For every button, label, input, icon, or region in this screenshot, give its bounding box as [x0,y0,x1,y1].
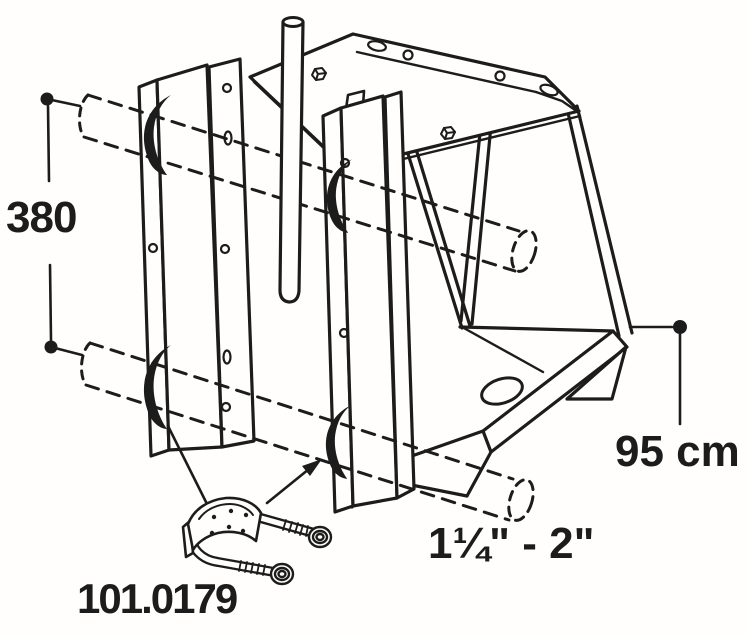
clamp-leader-lines [166,424,322,505]
clamp-pad [325,405,351,479]
clamp-pad [143,345,171,429]
arrowhead [302,459,322,476]
tube-diameter-label: 1¼" - 2" [428,519,595,568]
clamp-pad [326,159,352,233]
rail-hole [339,157,351,169]
hex-bolt [440,126,456,140]
part-number-label: 101.0179 [77,575,238,622]
flange-nut [307,525,333,549]
hex-bolt [311,67,327,81]
clamp-saddle [181,496,263,559]
rail-hole [147,242,159,254]
dim-95cm-label: 95 cm [615,427,740,476]
base-hole [480,376,524,406]
thread-marks [238,519,309,576]
rail-hole [220,401,232,413]
left-rail [137,57,256,458]
base-assembly [350,325,629,509]
clamp-pads [143,95,352,479]
mast-tube [278,16,305,304]
dim-380-leader [40,92,84,357]
rail-hole [221,82,233,94]
rail-hole [219,243,231,255]
flange-nut [269,562,295,586]
rail-slot [222,349,232,365]
dim-95cm-leader [628,320,687,426]
clamp-pad [143,95,171,175]
rail-hole [338,327,350,339]
plate-hole [494,70,506,82]
center-rail [321,89,416,514]
u-bolt-clamp [181,496,333,586]
dim-380-label: 380 [6,193,77,242]
plate-hole [402,49,414,61]
plate-slot [367,40,387,52]
plate-slot [539,83,559,97]
